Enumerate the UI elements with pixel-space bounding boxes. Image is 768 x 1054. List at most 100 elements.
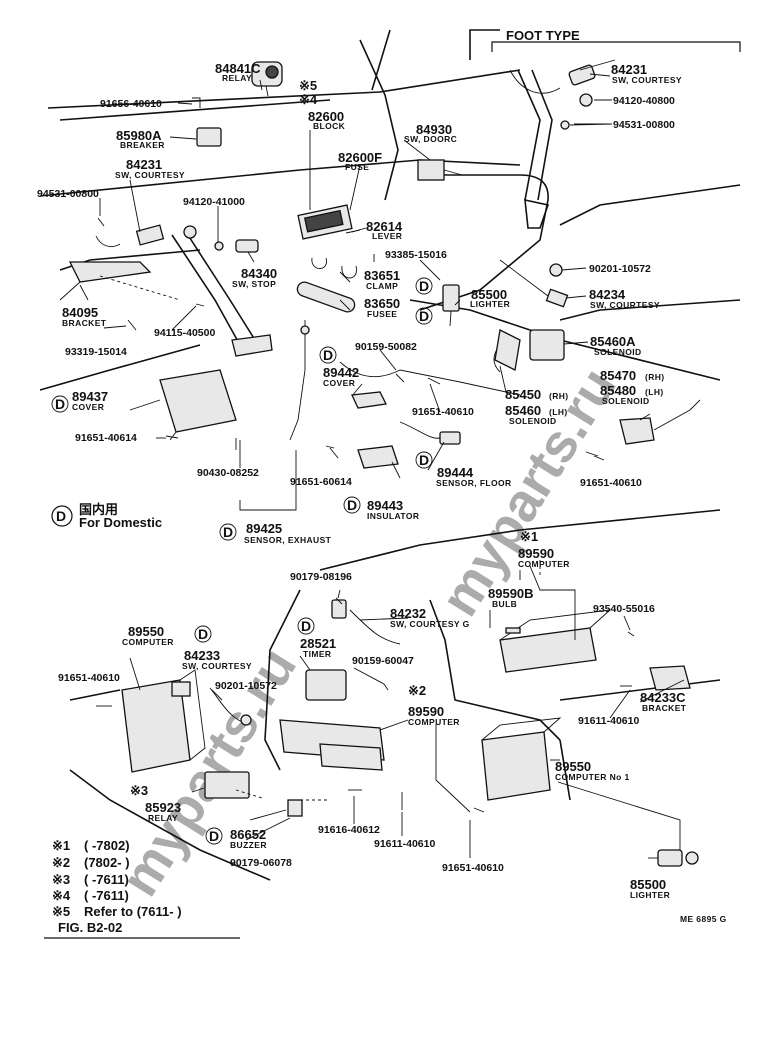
part-86652-number: 86652 [230, 827, 266, 842]
part-85480-name: SOLENOID [602, 396, 650, 406]
part-89550a-number: 89550 [128, 624, 164, 639]
part-85450-suffix: (RH) [549, 391, 569, 401]
part-85500a-number: 85500 [471, 287, 507, 302]
part-85460-number: 85460 [505, 403, 541, 418]
part-89590a-name: COMPUTER [518, 559, 570, 569]
part-94531b-number: 94531-00800 [613, 119, 675, 131]
part-90179b-number: 90179-06078 [230, 857, 292, 869]
part-85470-number: 85470 [600, 368, 636, 383]
part-91651b-number: 91651-40610 [412, 406, 474, 418]
part-85480-number: 85480 [600, 383, 636, 398]
part-89437-number: 89437 [72, 389, 108, 404]
domestic-mark: D [301, 618, 311, 634]
part-85450-number: 85450 [505, 387, 541, 402]
part-89425-number: 89425 [246, 521, 282, 536]
part-89444-name: SENSOR, FLOOR [436, 478, 512, 488]
part-84231a-number: 84231 [126, 157, 162, 172]
part-84340-name: SW, STOP [232, 279, 276, 289]
part-84930-number: 84930 [416, 122, 452, 137]
part-91651c-number: 91651-60614 [290, 476, 352, 488]
part-91651f-number: 91651-40610 [442, 862, 504, 874]
part-89442-number: 89442 [323, 365, 359, 380]
part-84233c-name: BRACKET [642, 703, 687, 713]
domestic-mark: D [347, 497, 357, 513]
part-89590a-number: 89590 [518, 546, 554, 561]
callout-2: ※2 [408, 683, 426, 698]
domestic-legend-symbol: D [56, 508, 66, 524]
part-89550b-name: COMPUTER No 1 [555, 772, 630, 782]
part-89550a-name: COMPUTER [122, 637, 174, 647]
footnote-5-text: Refer to (7611- ) [84, 904, 182, 919]
footnotes: ※1 ( -7802) ※2 (7802- ) ※3 ( -7611) ※4 (… [44, 838, 726, 939]
part-91651e-number: 91651-40610 [58, 672, 120, 684]
part-84841c-number: 84841C [215, 61, 261, 76]
part-84234-name: SW, COURTESY [590, 300, 660, 310]
part-91616-number: 91616-40612 [318, 824, 380, 836]
part-84231b-number: 84231 [611, 62, 647, 77]
domestic-legend-en: For Domestic [79, 515, 162, 530]
sensor-components [159, 320, 461, 500]
part-82600f-name: FUSE [345, 162, 369, 172]
footnote-2-text: (7802- ) [84, 855, 130, 870]
part-85460-name: SOLENOID [509, 416, 557, 426]
part-labels: 84841C RELAY 91656-40610 ※5 ※4 82600 BLO… [37, 61, 687, 900]
footnote-4-mark: ※4 [52, 888, 71, 903]
part-82614-name: LEVER [372, 231, 402, 241]
part-89590c-name: COMPUTER [408, 717, 460, 727]
part-89443-name: INSULATOR [367, 511, 419, 521]
part-94115-number: 94115-40500 [154, 327, 215, 339]
part-82614-number: 82614 [366, 219, 403, 234]
part-94120a-number: 94120-41000 [183, 196, 245, 208]
part-89550b-number: 89550 [555, 759, 591, 774]
footnote-2-mark: ※2 [52, 855, 70, 870]
part-93319-number: 93319-15014 [65, 346, 127, 358]
part-85500a-name: LIGHTER [470, 299, 510, 309]
part-85923-name: RELAY [148, 813, 178, 823]
part-85460a-name: SOLENOID [594, 347, 642, 357]
part-84233-number: 84233 [184, 648, 220, 663]
footnote-3-mark: ※3 [52, 872, 70, 887]
domestic-mark: D [209, 828, 219, 844]
part-90430-number: 90430-08252 [197, 467, 259, 479]
domestic-legend-jp: 国内用 [79, 502, 118, 517]
part-28521-number: 28521 [300, 636, 336, 651]
domestic-mark: D [419, 278, 429, 294]
part-94120b-number: 94120-40800 [613, 95, 675, 107]
part-89425-name: SENSOR, EXHAUST [244, 535, 332, 545]
part-83650-name: FUSEE [367, 309, 397, 319]
part-94531a-number: 94531-00800 [37, 188, 99, 200]
part-84095-number: 84095 [62, 305, 98, 320]
part-83650-number: 83650 [364, 296, 400, 311]
part-84930-name: SW, DOORC [404, 134, 457, 144]
part-91651a-number: 91651-40614 [75, 432, 137, 444]
part-89590b-name: BULB [492, 599, 517, 609]
footnote-fig: FIG. B2-02 [58, 920, 122, 935]
part-85480-suffix: (LH) [645, 387, 664, 397]
callout-4: ※4 [299, 92, 318, 107]
part-84231b-name: SW, COURTESY [612, 75, 682, 85]
part-85980a-number: 85980A [116, 128, 162, 143]
part-84234-number: 84234 [589, 287, 626, 302]
part-89590c-number: 89590 [408, 704, 444, 719]
part-84233-name: SW, COURTESY [182, 661, 252, 671]
part-90201b-number: 90201-10572 [215, 680, 277, 692]
part-93385-number: 93385-15016 [385, 249, 447, 261]
part-84340-number: 84340 [241, 266, 277, 281]
part-85980a-name: BREAKER [120, 140, 165, 150]
part-85460a-number: 85460A [590, 334, 636, 349]
part-91611b-number: 91611-40610 [374, 838, 435, 850]
domestic-mark: D [323, 347, 333, 363]
domestic-mark: D [419, 452, 429, 468]
part-89590b-number: 89590B [488, 586, 534, 601]
part-93540-number: 93540-55016 [593, 603, 655, 615]
part-82600-name: BLOCK [313, 121, 346, 131]
part-83651-name: CLAMP [366, 281, 398, 291]
domestic-mark: D [55, 396, 65, 412]
body-structure [39, 29, 741, 881]
part-84232-number: 84232 [390, 606, 426, 621]
part-84232-name: SW, COURTESY G [390, 619, 470, 629]
foot-type-inset: FOOT TYPE [491, 28, 741, 229]
part-89437-name: COVER [72, 402, 104, 412]
part-89443-number: 89443 [367, 498, 403, 513]
part-82600f-number: 82600F [338, 150, 382, 165]
